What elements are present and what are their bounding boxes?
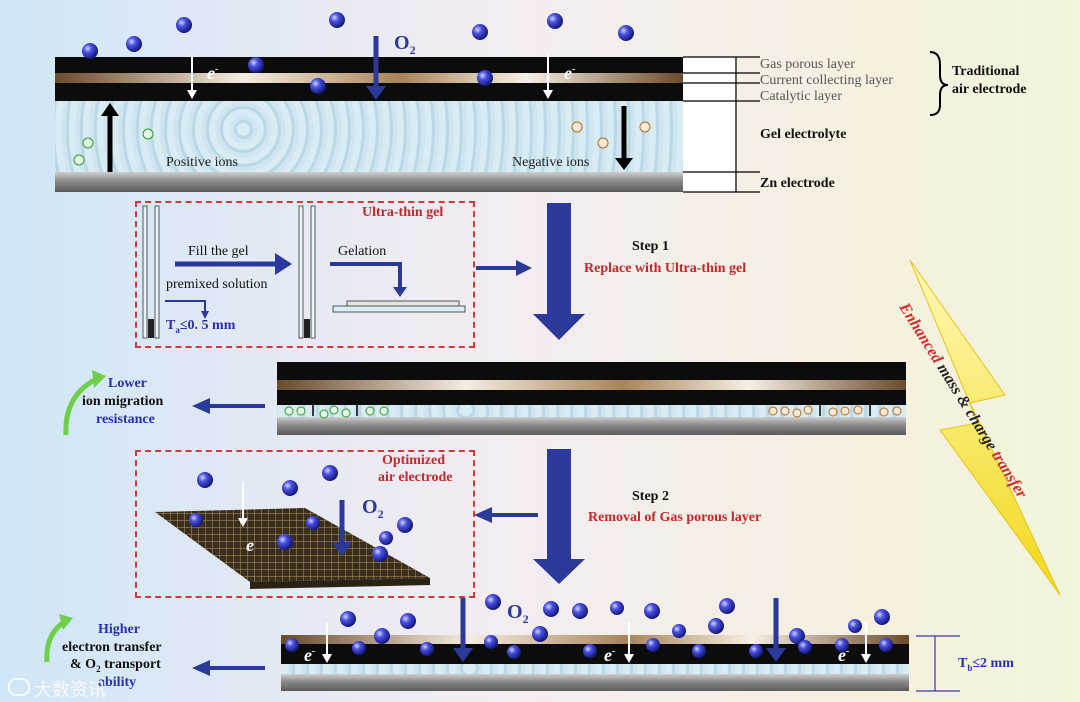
step1-desc: Replace with Ultra-thin gel (584, 261, 747, 276)
o2-label-top: O2 (394, 32, 416, 57)
optimized-label: Optimized (382, 453, 445, 468)
watermark: 大数资讯 (8, 676, 106, 702)
negative-ions-label: Negative ions (512, 155, 590, 170)
ta-label: Ta≤0. 5 mm (166, 318, 236, 335)
zn-electrode-label: Zn electrode (760, 176, 835, 191)
catalytic-layer (55, 83, 683, 101)
higher-label: Higher (98, 622, 140, 637)
right-panel (683, 57, 735, 192)
ultra-thin-gel-title: Ultra-thin gel (362, 205, 444, 220)
current-collecting-layer-label: Current collecting layer (760, 73, 893, 88)
traditional-label: Traditional (952, 64, 1020, 79)
electron-label-b2: e- (604, 645, 616, 665)
fill-gel-label: Fill the gel (188, 244, 249, 259)
ultra-thin-gel-box (135, 201, 475, 348)
lower-label: Lower (108, 376, 147, 391)
step1-label: Step 1 (632, 239, 669, 254)
o2-label-opt: O2 (362, 496, 384, 521)
resistance-label: resistance (96, 412, 155, 427)
electron-label-b3: e- (838, 645, 850, 665)
ability-label: ability (98, 675, 137, 690)
o2-transport-label: & O2 transport (70, 657, 161, 674)
optimized-mesh-sketch (155, 465, 430, 589)
electron-label-b1: e- (304, 645, 316, 665)
zn-electrode (55, 172, 683, 192)
negative-ion-markers (571, 121, 651, 149)
current-collecting-layer (55, 73, 683, 83)
gelation-label: Gelation (338, 244, 387, 259)
premixed-solution-label: premixed solution (166, 277, 268, 292)
catalytic-layer-label: Catalytic layer (760, 89, 843, 104)
optimized-electrode-box (135, 450, 475, 598)
positive-ion-markers (73, 128, 154, 166)
o2-molecules-top (82, 12, 634, 94)
watermark-logo-icon (8, 678, 30, 696)
air-electrode-opt-label: air electrode (378, 470, 453, 485)
electron-label-opt: e (246, 535, 254, 555)
step2-desc: Removal of Gas porous layer (588, 510, 762, 525)
electron-label-2: e- (564, 63, 576, 83)
electron-transfer-label: electron transfer (62, 640, 162, 655)
enhanced-transfer-bolt (909, 259, 1061, 596)
gas-porous-layer (55, 57, 683, 73)
gel-electrolyte (55, 101, 683, 172)
ion-migration-label: ion migration (82, 394, 164, 409)
gel-electrolyte-label: Gel electrolyte (760, 127, 847, 142)
traditional-brace (929, 51, 949, 116)
gel-process-sketch (142, 205, 466, 339)
positive-ions-label: Positive ions (166, 155, 238, 170)
step2-label: Step 2 (632, 489, 669, 504)
o2-label-bottom: O2 (507, 601, 529, 626)
gas-porous-layer-label: Gas porous layer (760, 57, 855, 72)
tb-label: Tb≤2 mm (958, 656, 1014, 673)
electron-label-1: e- (207, 63, 219, 83)
air-electrode-label: air electrode (952, 82, 1027, 97)
